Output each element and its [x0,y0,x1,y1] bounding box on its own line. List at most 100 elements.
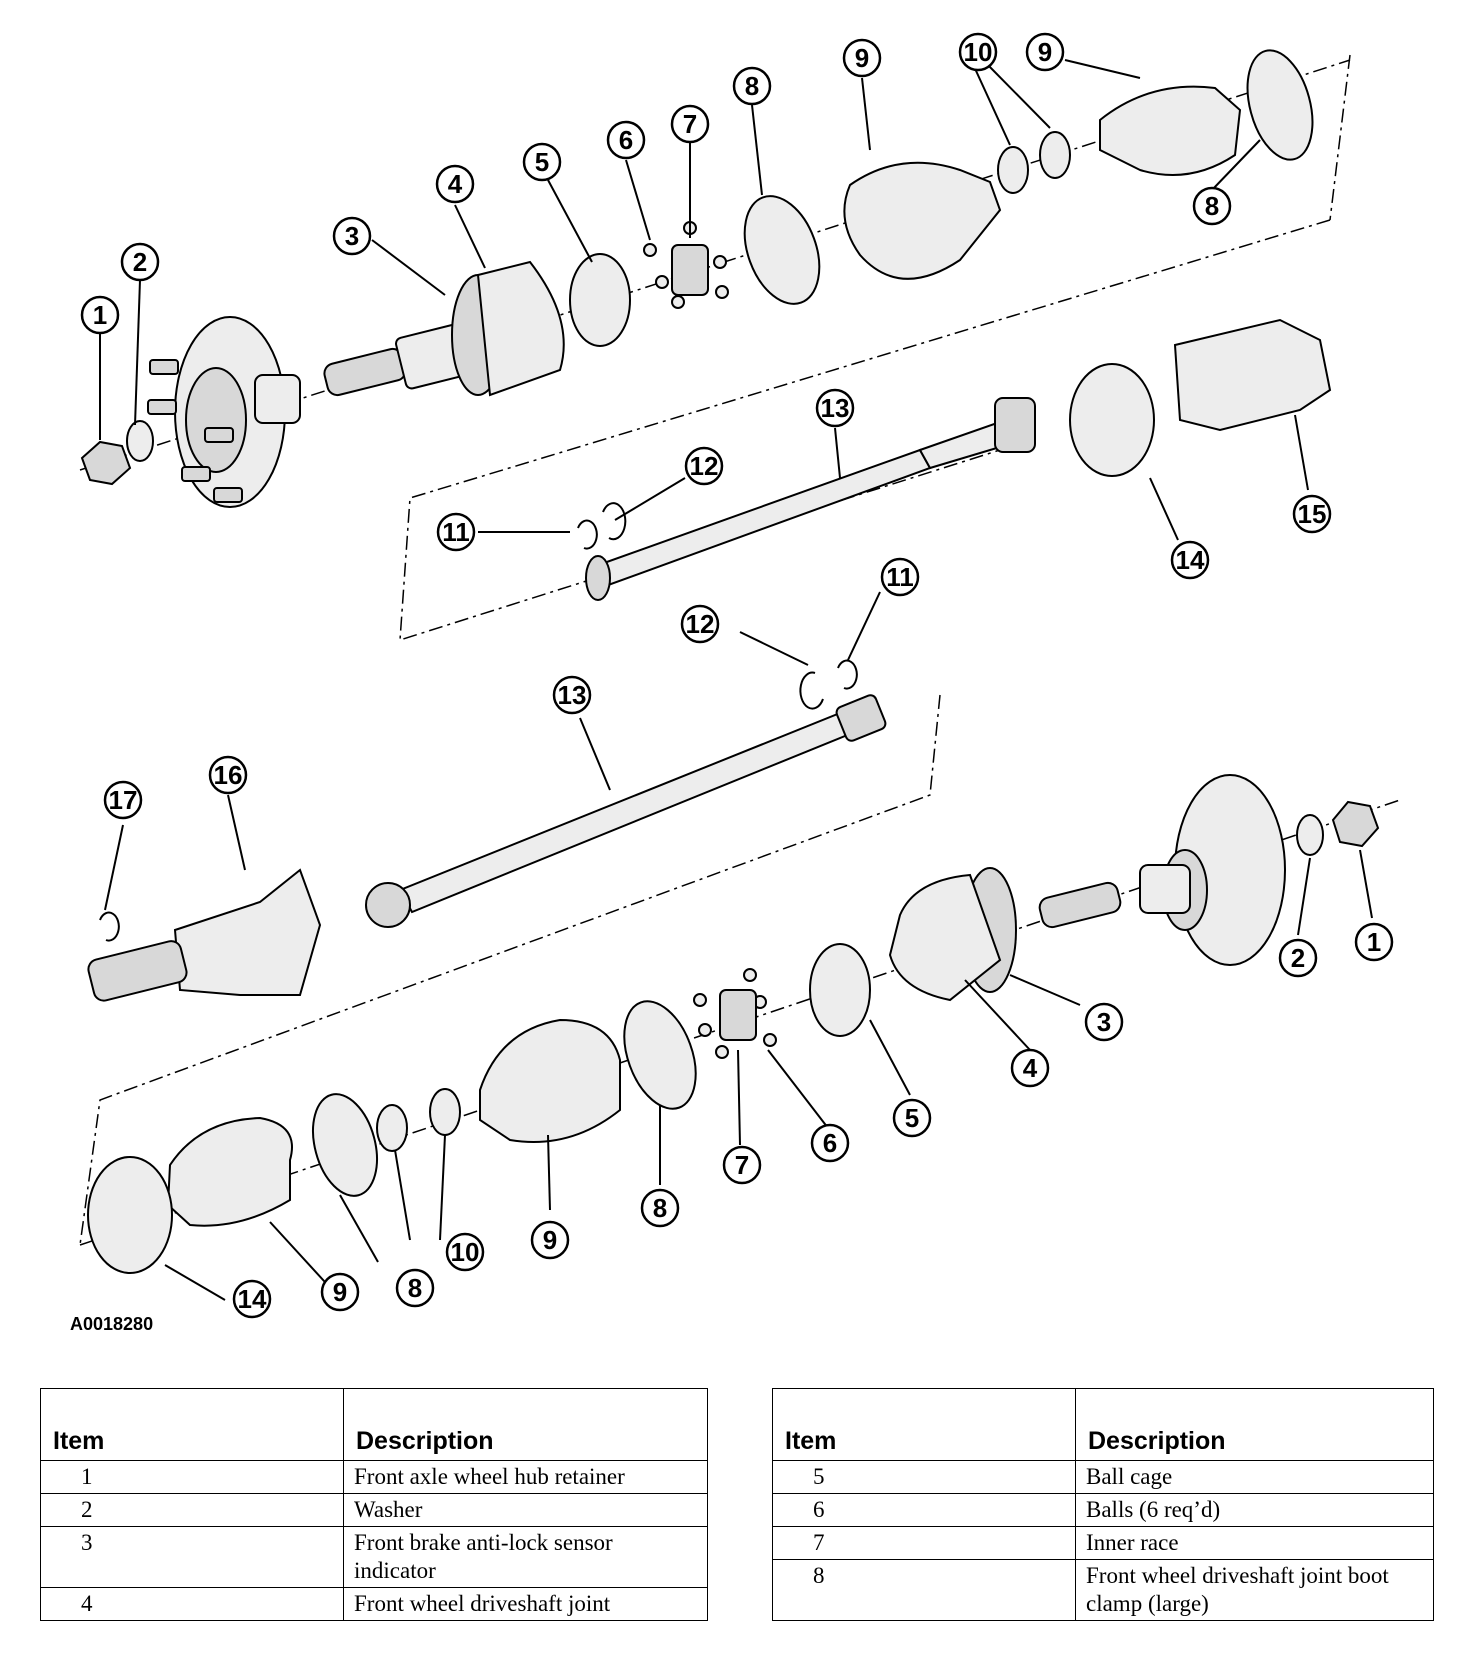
inner-race [671,244,709,296]
upper-assembly [79,49,1351,642]
callout-7-lower: 7 [722,1145,762,1185]
item-description: Front wheel driveshaft joint boot clamp … [1075,1559,1434,1621]
column-header-item: Item [772,1388,1076,1461]
callout-5-lower: 5 [892,1098,932,1138]
callout-8: 8 [732,66,772,106]
boot-seal [1069,363,1155,477]
svg-text:3: 3 [1097,1007,1111,1037]
svg-text:9: 9 [1038,37,1052,67]
svg-text:2: 2 [133,247,147,277]
callout-10: 10 [958,32,998,72]
callout-14: 14 [1170,540,1210,580]
item-number: 3 [40,1526,344,1588]
callout-11-lower: 11 [880,557,920,597]
callout-1: 1 [80,295,120,335]
retainer-circlip [99,911,120,942]
callout-1-lower: 1 [1354,922,1394,962]
wheel-hub [147,316,301,508]
table-row: 4 Front wheel driveshaft joint [40,1587,708,1621]
hub-retainer-nut [80,440,132,486]
table-row: 6 Balls (6 req’d) [772,1493,1434,1527]
exploded-driveshaft-diagram: 1 2 3 4 5 6 7 8 9 10 9 8 11 12 13 14 15 … [79,32,1401,1319]
callout-2-lower: 2 [1278,938,1318,978]
callout-11: 11 [436,512,476,552]
figure-id: A0018280 [70,1314,154,1334]
svg-text:9: 9 [855,43,869,73]
svg-text:2: 2 [1291,943,1305,973]
table-row: 2 Washer [40,1493,708,1527]
stop-ring [799,671,824,710]
item-number: 2 [40,1493,344,1527]
ball-cage [809,943,871,1037]
svg-text:8: 8 [408,1273,422,1303]
ball-cage [569,253,631,347]
lower-assembly [79,659,1401,1274]
callout-12-lower: 12 [680,604,720,644]
callout-3-lower: 3 [1084,1002,1124,1042]
svg-text:9: 9 [333,1277,347,1307]
callout-9-lower: 9 [530,1220,570,1260]
outer-cv-joint-housing [888,873,1002,1002]
boot-clamp-small [429,1088,461,1136]
table-row: 7 Inner race [772,1526,1434,1560]
callout-9c-lower: 9 [320,1272,360,1312]
svg-text:6: 6 [823,1128,837,1158]
item-number: 4 [40,1587,344,1621]
callout-17: 17 [103,780,143,820]
boot [843,161,1002,280]
svg-text:3: 3 [345,221,359,251]
svg-text:16: 16 [214,760,243,790]
item-description: Front axle wheel hub retainer [343,1460,708,1494]
washer [1296,814,1324,856]
boot-clamp-large [623,1000,697,1110]
table-row: 3 Front brake anti-lock sensor indicator [40,1526,708,1588]
svg-text:4: 4 [448,169,463,199]
leader-lines [99,59,1373,1301]
svg-text:7: 7 [735,1150,749,1180]
svg-text:1: 1 [93,300,107,330]
table-row: 8 Front wheel driveshaft joint boot clam… [772,1559,1434,1621]
item-description: Inner race [1075,1526,1434,1560]
callout-15: 15 [1292,494,1332,534]
table-row: 1 Front axle wheel hub retainer [40,1460,708,1494]
svg-text:7: 7 [683,109,697,139]
callout-14-lower: 14 [232,1279,272,1319]
callout-4: 4 [435,164,475,204]
callout-16: 16 [208,755,248,795]
svg-text:14: 14 [1176,545,1205,575]
callout-5: 5 [522,142,562,182]
callout-2: 2 [120,242,160,282]
svg-text:14: 14 [238,1284,267,1314]
boot-clamp-small [1039,131,1071,179]
svg-text:13: 13 [558,680,587,710]
table-row: 5 Ball cage [772,1460,1434,1494]
svg-text:17: 17 [109,785,138,815]
callout-12: 12 [684,446,724,486]
item-number: 6 [772,1493,1076,1527]
callout-10-lower: 10 [445,1232,485,1272]
boot-clamp-small [376,1104,408,1152]
boot-clamp-large [312,1093,378,1197]
outer-cv-joint-housing [323,260,565,397]
svg-text:13: 13 [821,393,850,423]
balls [693,968,777,1059]
item-number: 7 [772,1526,1076,1560]
circlip [837,659,858,690]
callout-9b: 9 [1025,32,1065,72]
boot-clamp-small [997,146,1029,194]
inner-cv-joint-housing [87,868,322,1002]
callout-8b: 8 [1192,186,1232,226]
svg-text:10: 10 [964,37,993,67]
callout-3: 3 [332,216,372,256]
svg-text:4: 4 [1023,1053,1038,1083]
svg-text:15: 15 [1298,499,1327,529]
item-description: Front wheel driveshaft joint [343,1587,708,1621]
stop-ring [602,502,627,541]
item-description: Balls (6 req’d) [1075,1493,1434,1527]
boot [1099,85,1242,176]
callout-13: 13 [815,388,855,428]
callout-6-lower: 6 [810,1123,850,1163]
boot [166,1116,293,1227]
svg-text:9: 9 [543,1225,557,1255]
svg-text:8: 8 [653,1193,667,1223]
